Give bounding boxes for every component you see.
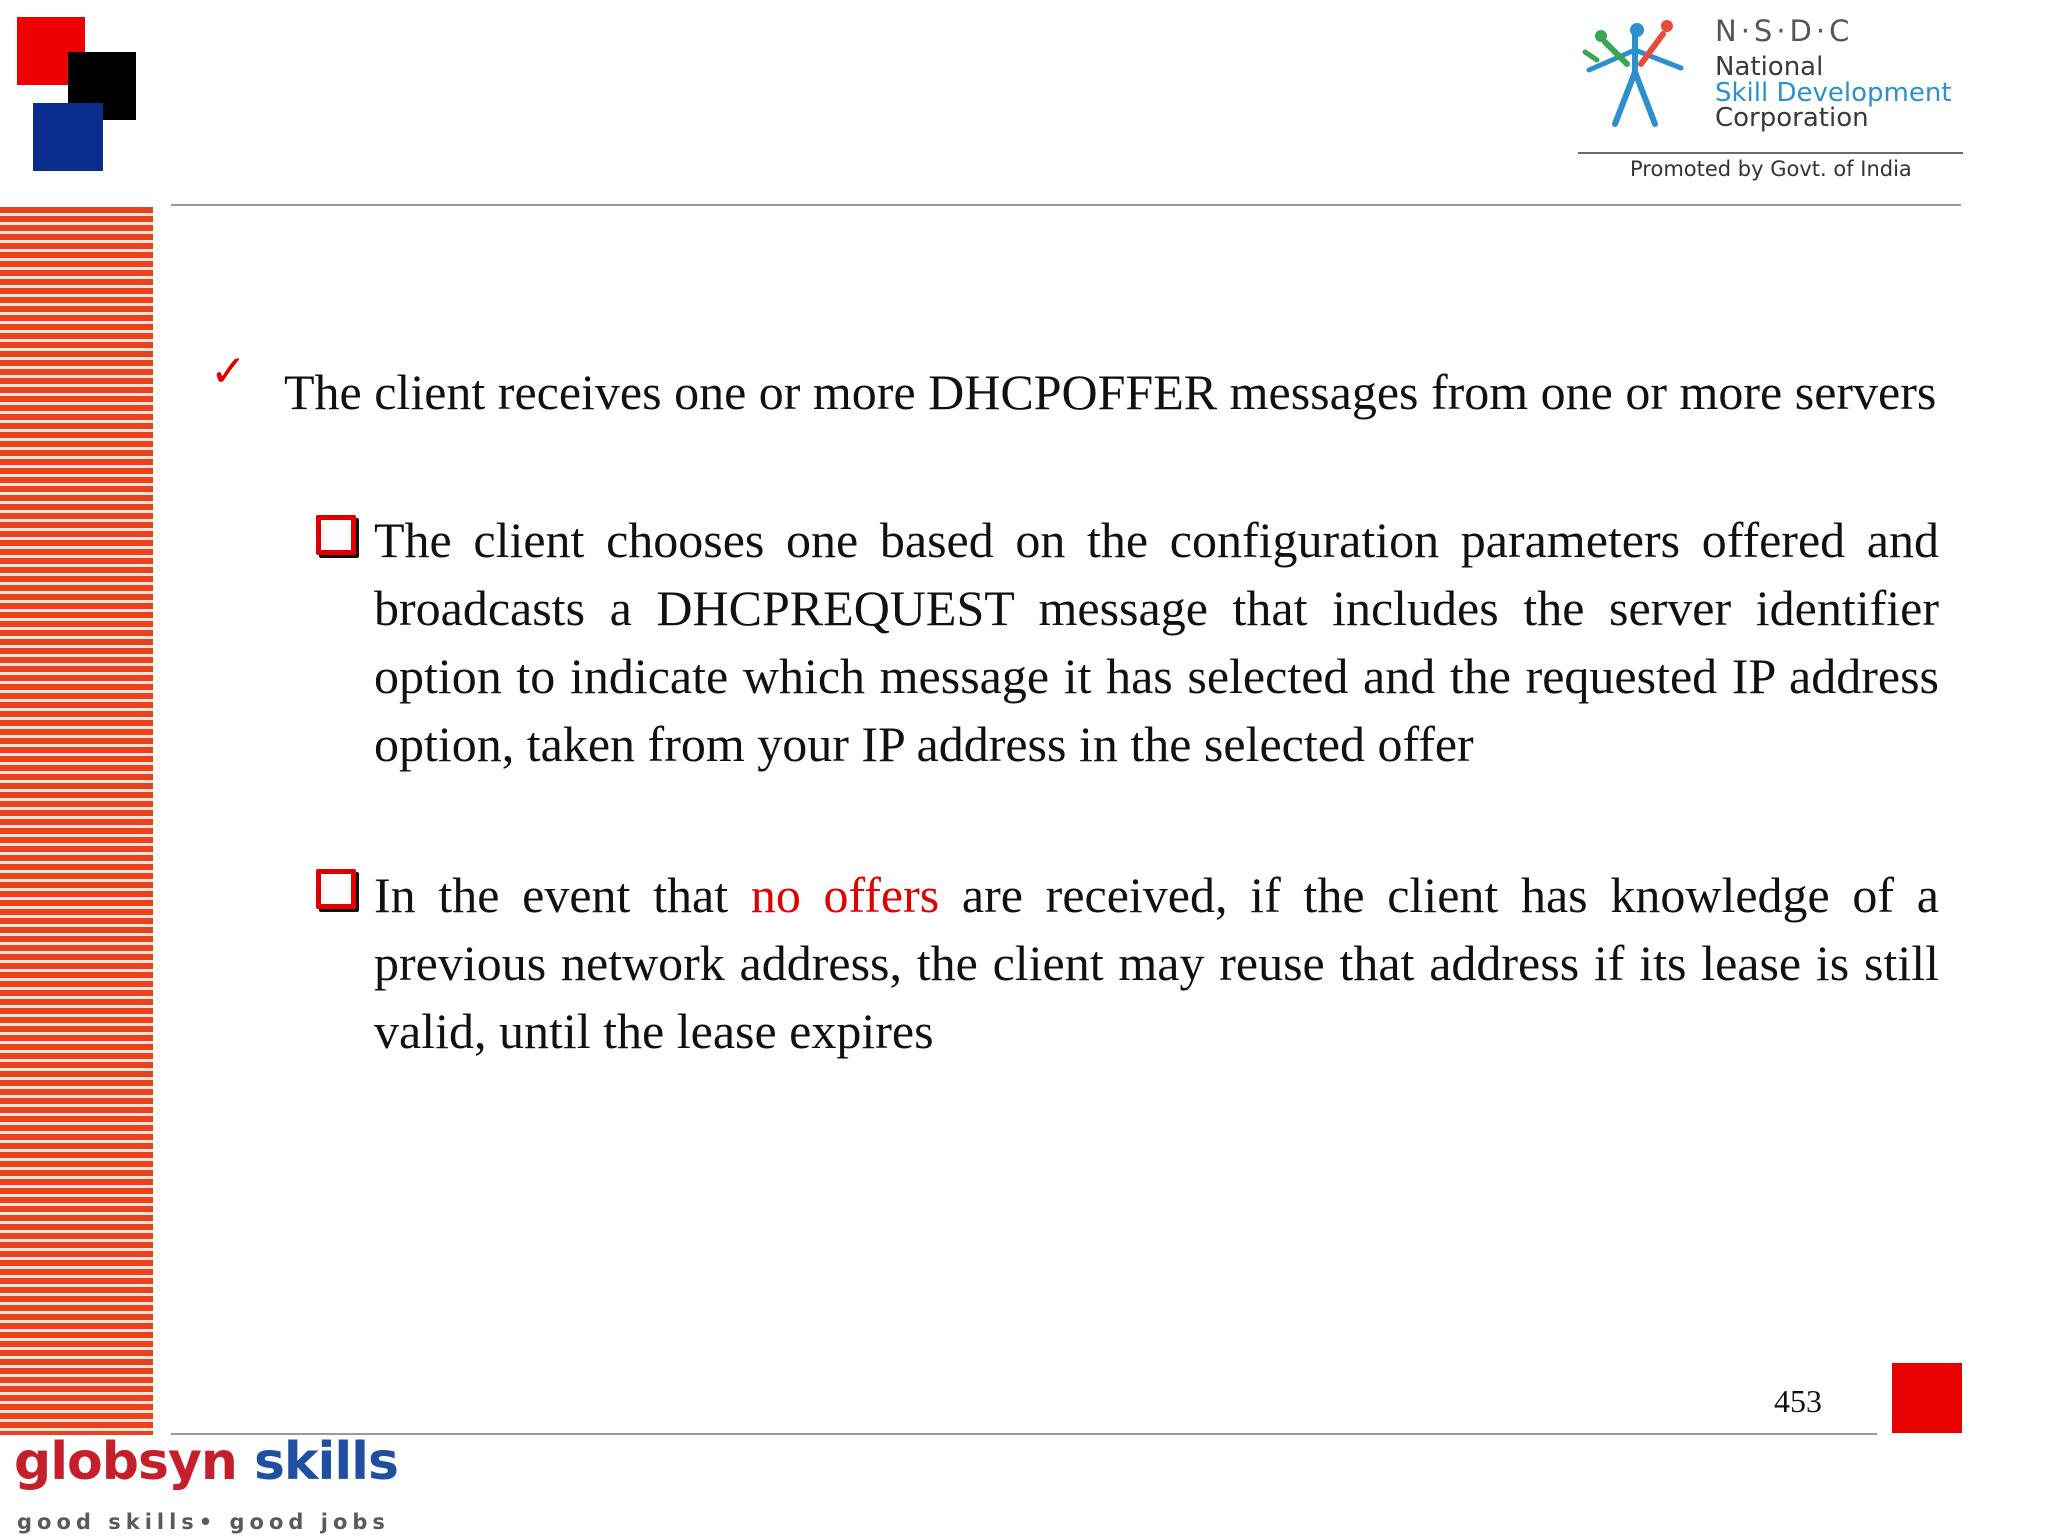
bottom-divider — [171, 1433, 1877, 1435]
nsdc-corporation: Corporation — [1715, 103, 1869, 133]
nsdc-underline — [1578, 152, 1963, 154]
top-divider — [171, 204, 1961, 206]
brand-part-1: globsyn — [14, 1432, 238, 1492]
sub-bullet-2-prefix: In the event that — [374, 867, 751, 923]
sub-bullet-2-suffix: are received, if the client has knowledg… — [374, 867, 1939, 1059]
brand-tagline: good skills• good jobs — [17, 1510, 390, 1534]
nsdc-national: National — [1715, 52, 1824, 82]
checkbox-square-icon — [316, 869, 356, 909]
left-striped-band — [0, 207, 153, 1435]
brand-part-2: skills — [236, 1432, 399, 1492]
sub-bullet-1-text: The client chooses one based on the conf… — [374, 512, 1939, 772]
nsdc-promoted-text: Promoted by Govt. of India — [1630, 157, 1912, 181]
nsdc-skill-development: Skill Development — [1715, 78, 1952, 108]
check-icon: ✓ — [210, 346, 247, 397]
sub-bullet-2-text: In the event that no offers are received… — [374, 861, 1939, 1065]
page-number: 453 — [1774, 1383, 1822, 1419]
main-bullet-text: The client receives one or more DHCPOFFE… — [284, 364, 1937, 420]
footer-red-square — [1892, 1363, 1962, 1433]
checkbox-square-icon — [316, 515, 356, 555]
globsyn-logo: globsyn skills — [14, 1432, 399, 1492]
highlight-no-offers: no offers — [750, 867, 940, 923]
nsdc-logo-icon — [1582, 20, 1684, 127]
nsdc-abbreviation: N·S·D·C — [1715, 14, 1854, 48]
logo-square-blue — [33, 103, 103, 171]
